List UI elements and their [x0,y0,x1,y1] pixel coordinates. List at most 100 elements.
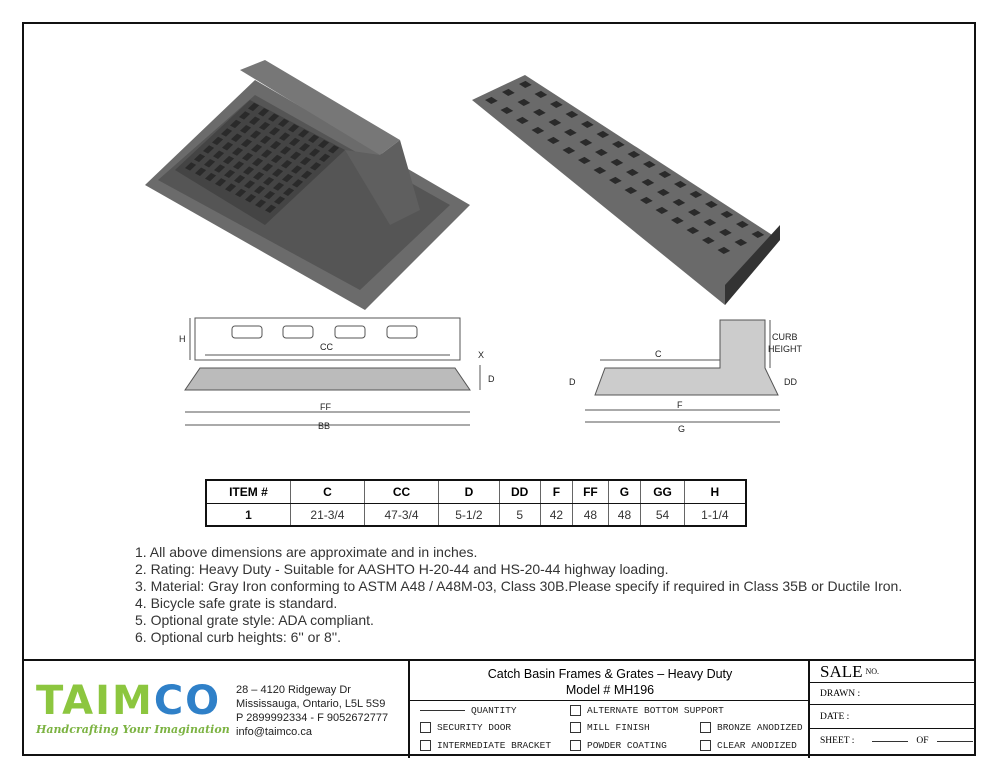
grate-slot [242,152,254,162]
grate-slot [262,163,274,172]
option-clear-anodized[interactable]: CLEAR ANODIZED [700,740,797,751]
grate-slot [239,111,251,120]
grate-slot [519,80,532,88]
grate-slot [282,173,294,183]
table-cell: 5-1/2 [438,503,500,526]
grate-slot [578,156,591,164]
grate-slot [717,246,731,254]
product-drawings: H CC X D FF BB C CURB HEIGHT D DD F G [145,60,803,434]
table-header: GG [640,480,685,504]
side-section-drawing [585,319,780,423]
grate-slot [516,116,529,124]
front-section-drawing [184,317,481,426]
table-header: H [683,480,746,504]
grate-slot [310,162,322,171]
grate-slot [213,150,225,159]
grate-slot [288,123,300,133]
grate-slot [689,190,703,198]
drawn-field: DRAWN : [810,683,976,705]
grate-slot [534,90,548,98]
grate-slot [234,174,246,184]
grate-slot [301,170,313,180]
grate-slot [264,190,276,200]
grate-slot [255,199,267,208]
dim-label-d: D [569,377,576,387]
dim-label-dd: DD [784,377,797,387]
grate-slot [272,168,284,177]
grate-slot [736,220,749,228]
grate-slot [565,110,579,118]
grate-slot [517,98,531,106]
grate-slot [224,169,236,179]
grate-slot [751,230,765,238]
table-header: DD [498,480,541,504]
grate-slot [249,116,261,125]
grate-slot [593,166,607,174]
grate-slot [595,148,608,156]
table-cell: 5 [498,503,541,526]
grate-slot [278,118,290,128]
option-powder-coating[interactable]: POWDER COATING [570,740,667,751]
table-cell: 47-3/4 [363,503,439,526]
grate-slot [251,144,263,153]
table-cell: 48 [572,503,609,526]
grate-slot [222,142,234,151]
grate-slot [562,146,576,154]
options-checklist: QUANTITY ALTERNATE BOTTOM SUPPORT SECURI… [410,702,810,758]
option-mill-finish[interactable]: MILL FINISH [570,722,650,733]
grate-slot [223,155,235,165]
grate-slot [243,166,255,175]
dim-label-f: F [677,400,683,410]
grate-slot [214,164,226,173]
quantity-label: QUANTITY [471,705,517,716]
grate-slot [688,208,701,216]
dim-label-d: D [488,374,495,384]
dim-label-curb: CURB [772,332,798,342]
grate-slot [612,140,625,148]
grate-slot [232,147,244,156]
grate-slot [245,194,257,203]
option-bronze-anodized[interactable]: BRONZE ANODIZED [700,722,803,733]
grate-slot [235,188,247,198]
grate-slot [319,153,331,163]
grate-slot [298,129,310,138]
table-cell: 1 [205,503,291,526]
grate-slot [328,145,340,154]
frame-with-curb-3d-image [145,60,470,310]
table-header: D [438,480,500,504]
note: 3. Material: Gray Iron conforming to AST… [135,578,903,594]
grate-slot [547,136,560,144]
grate-slot [626,168,639,176]
option-alternate-bottom-support[interactable]: ALTERNATE BOTTOM SUPPORT [570,705,724,716]
sheet-field: SHEET :OF [810,729,976,753]
grate-slot [299,143,311,152]
dim-label-x: X [478,350,484,360]
table-header: G [607,480,641,504]
grate-slot [502,88,515,96]
note: 5. Optional grate style: ADA compliant. [135,612,374,628]
grate-slot [185,162,197,171]
grate-slot [300,156,312,166]
option-security-door[interactable]: SECURITY DOOR [420,722,511,733]
grate-slot [719,228,732,236]
table-cell: 54 [640,503,685,526]
grate-slot [195,167,207,176]
grate-slot [283,187,295,197]
sale-label: SALE [820,661,863,681]
option-intermediate-bracket[interactable]: INTERMEDIATE BRACKET [420,740,551,751]
grate-slot [273,182,285,191]
grate-slot [533,108,546,116]
grate-slot [657,188,670,196]
grate-slot [241,138,253,148]
grate-slot [194,153,206,163]
grate-slot [641,178,655,186]
grate-slot [252,157,264,167]
grate-slot [254,185,266,194]
grate-slot [268,113,280,122]
grate-slot [274,196,286,205]
grate-slot [672,198,686,206]
grate-slot [485,96,498,104]
